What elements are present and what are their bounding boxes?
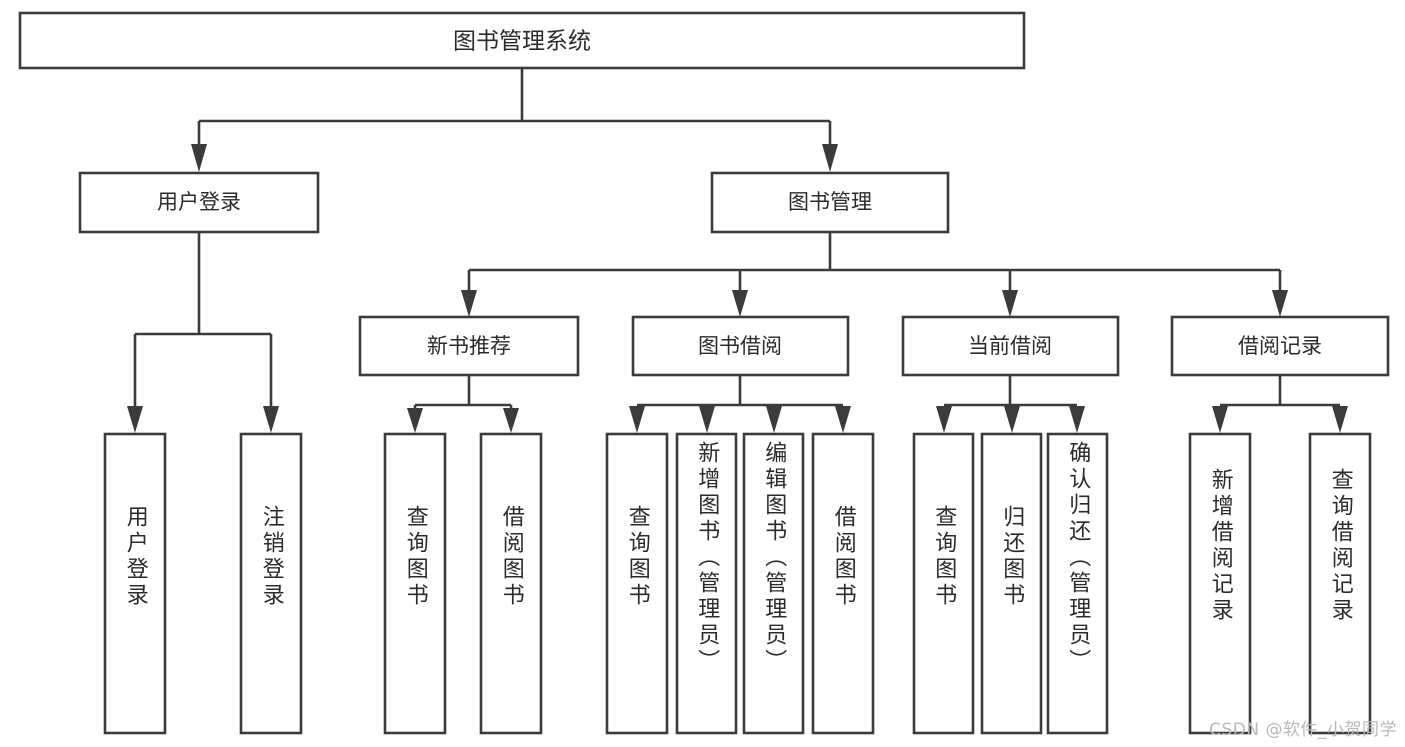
arrow-head-rec-query-record (1332, 406, 1348, 433)
leaf-box-user-login[interactable] (103, 432, 167, 735)
leaf-box-nb-query-book[interactable] (383, 432, 447, 735)
arrow-head-bw-add-book (699, 406, 715, 433)
node-book-borrow-label: 图书借阅 (698, 334, 782, 358)
arrow-head-bw-edit-book (766, 406, 782, 433)
leaf-box-bw-add-book[interactable] (675, 432, 738, 735)
node-borrow-records-box[interactable] (1170, 315, 1390, 377)
leaf-box-logout[interactable] (239, 432, 303, 735)
node-user-login-box[interactable] (78, 171, 320, 234)
node-book-borrow[interactable]: 图书借阅 (631, 315, 850, 377)
arrow-head-cur-query-book (936, 406, 952, 433)
node-current-borrow-box[interactable] (901, 315, 1120, 377)
node-root-system[interactable]: 图书管理系统 (18, 11, 1026, 70)
node-new-book-recommend[interactable]: 新书推荐 (358, 315, 580, 377)
connector-group-user-login (127, 232, 279, 433)
node-book-borrow-box[interactable] (631, 315, 850, 377)
arrow-head-new-books (461, 290, 477, 317)
node-book-manage-box[interactable] (710, 171, 950, 234)
csdn-watermark: CSDN @软件_小贺同学 (1209, 720, 1397, 740)
connector-group-new-books (407, 375, 519, 433)
node-root-system-label: 图书管理系统 (453, 29, 591, 55)
node-user-login-label: 用户登录 (157, 190, 241, 214)
node-borrow-records[interactable]: 借阅记录 (1170, 315, 1390, 377)
connector-group-book-manage (461, 232, 1288, 317)
connector-group-borrow (629, 375, 851, 433)
connector-group-records (1212, 375, 1348, 433)
connector-group-root (191, 68, 838, 172)
arrow-head-book-manage (822, 144, 838, 172)
node-root-system-box[interactable] (18, 11, 1026, 70)
node-user-login[interactable]: 用户登录 (78, 171, 320, 234)
arrow-head-leaf-user-login (127, 406, 143, 433)
node-current-borrow[interactable]: 当前借阅 (901, 315, 1120, 377)
leaf-box-bw-borrow-book[interactable] (811, 432, 875, 735)
leaf-box-bw-edit-book[interactable] (742, 432, 805, 735)
arrow-head-leaf-logout (263, 406, 279, 433)
node-borrow-records-label: 借阅记录 (1238, 334, 1322, 358)
arrow-head-bw-query-book (629, 406, 645, 433)
arrow-head-records (1272, 290, 1288, 317)
arrow-head-bw-borrow-book (835, 406, 851, 433)
node-current-borrow-label: 当前借阅 (968, 334, 1052, 358)
node-new-book-recommend-box[interactable] (358, 315, 580, 377)
leaf-box-cur-query-book[interactable] (912, 432, 975, 735)
leaf-box-nb-borrow-book[interactable] (479, 432, 543, 735)
arrow-head-current (1002, 290, 1018, 317)
node-book-manage[interactable]: 图书管理 (710, 171, 950, 234)
leaf-box-cur-return-book[interactable] (980, 432, 1043, 735)
connector-group-current (936, 375, 1085, 433)
node-book-manage-label: 图书管理 (788, 190, 872, 214)
arrow-head-rec-add-record (1212, 406, 1228, 433)
arrow-head-cur-return-book (1004, 406, 1020, 433)
arrow-head-nb-borrow-book (503, 408, 519, 433)
arrow-head-borrow (732, 290, 748, 317)
leaf-box-rec-query-record[interactable] (1308, 432, 1372, 735)
node-new-book-recommend-label: 新书推荐 (427, 334, 511, 358)
arrow-head-cur-confirm-return (1069, 406, 1085, 433)
arrow-head-user-login (191, 144, 207, 172)
leaf-box-cur-confirm[interactable] (1046, 432, 1109, 735)
leaf-box-bw-query-book[interactable] (605, 432, 669, 735)
arrow-head-nb-query-book (407, 408, 423, 433)
leaf-box-rec-add-record[interactable] (1188, 432, 1252, 735)
